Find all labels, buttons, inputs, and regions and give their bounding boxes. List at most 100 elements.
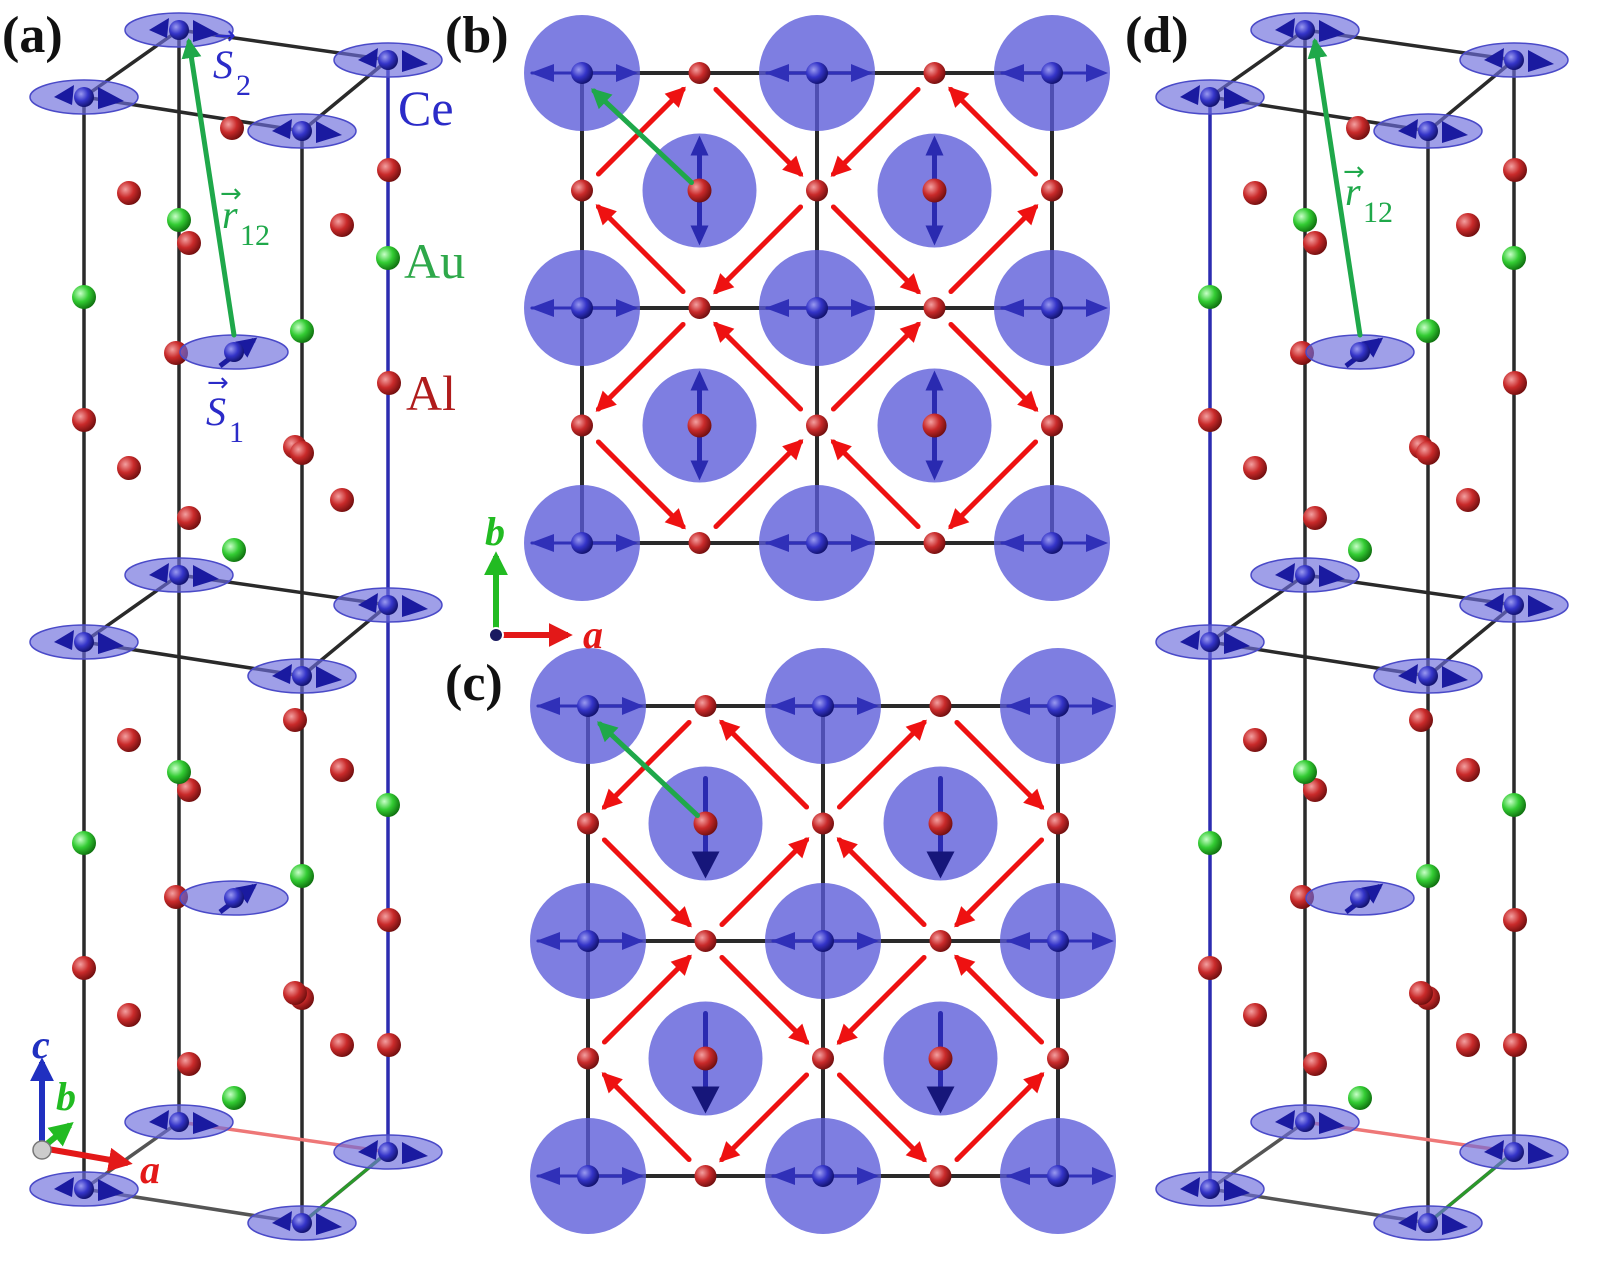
spin-arrow-icon [690, 370, 709, 391]
spin-arrow-icon [272, 1211, 292, 1231]
al-atom [1503, 371, 1527, 395]
al-atom [377, 908, 401, 932]
al-atom [1303, 506, 1327, 530]
al-atom [377, 371, 401, 395]
ce-atom [1047, 695, 1069, 717]
al-atom [1503, 908, 1527, 932]
al-atom [1456, 1033, 1480, 1057]
au-atom [72, 285, 96, 309]
ce-atom [1047, 930, 1069, 952]
spin-arrow-icon [149, 1110, 169, 1130]
al-atom [1503, 1033, 1527, 1057]
panel-label-b: (b) [445, 7, 509, 64]
spin-arrow-icon [1180, 85, 1200, 105]
ce-atom [1041, 532, 1063, 554]
al-atom [922, 178, 947, 203]
r12-vector-arrow [1307, 38, 1363, 338]
al-atom [1416, 441, 1440, 465]
al-atom [117, 1003, 141, 1027]
panel-c-top-view [530, 648, 1116, 1234]
vector-label-r12-d: r 12 → [1343, 157, 1393, 229]
ce-atom [1200, 87, 1220, 107]
au-atom [1502, 793, 1526, 817]
al-atom [1346, 116, 1370, 140]
ce-atom [292, 121, 312, 141]
spin-arrow-icon [402, 50, 428, 72]
au-atom [1293, 208, 1317, 232]
spin-arrow-icon [926, 1086, 955, 1114]
red-moment-arrow [595, 204, 686, 295]
red-moment-arrow [830, 204, 921, 295]
vector-label-s1: S 1 → [206, 368, 244, 449]
ce-atom [224, 342, 244, 362]
spin-arrow-icon [98, 1179, 124, 1201]
red-moment-arrow [954, 719, 1045, 810]
spin-arrow-icon [690, 135, 709, 156]
al-atom [177, 1052, 201, 1076]
au-atom [1348, 1086, 1372, 1110]
red-moment-arrow [948, 321, 1039, 412]
spin-arrow-icon [1484, 1140, 1504, 1160]
ce-atom [571, 297, 593, 319]
ce-atom [571, 532, 593, 554]
spin-arrow-icon [690, 460, 709, 481]
spin-arrow-icon [1275, 18, 1295, 38]
al-atom [571, 179, 593, 202]
spin-arrow-icon [98, 632, 124, 654]
ce-atom [577, 930, 599, 952]
ce-atom [1200, 1179, 1220, 1199]
axis-triad-a: c b a [30, 1022, 160, 1192]
spin-arrow-icon [1319, 565, 1345, 587]
spin-arrow-icon [1398, 119, 1418, 139]
ce-atom [1295, 565, 1315, 585]
al-atom [571, 414, 593, 437]
al-atom [1456, 758, 1480, 782]
red-moment-arrow [830, 439, 921, 530]
r12-vector-arrow [591, 88, 694, 185]
al-atom [377, 1033, 401, 1057]
ce-atom [1047, 1165, 1069, 1187]
red-moment-arrow [713, 439, 804, 530]
red-moment-arrow [836, 719, 927, 810]
al-atom [577, 1047, 599, 1070]
ce-atom [571, 62, 593, 84]
spin-arrow-icon [691, 1086, 720, 1114]
au-atom [376, 793, 400, 817]
red-moment-arrow [948, 204, 1039, 295]
element-label-ce: Ce [398, 80, 454, 136]
al-atom [1503, 158, 1527, 182]
spin-arrow-icon [54, 85, 74, 105]
red-moment-arrow [836, 1072, 927, 1163]
red-moment-arrow [954, 837, 1045, 928]
ce-atom [1200, 632, 1220, 652]
al-atom [694, 695, 717, 717]
al-atom [1456, 213, 1480, 237]
spin-arrow-icon [1484, 593, 1504, 613]
al-atom [928, 1046, 953, 1071]
panel-label-a: (a) [2, 7, 63, 64]
au-atom [290, 319, 314, 343]
spin-arrow-icon [54, 1177, 74, 1197]
al-atom [1198, 956, 1222, 980]
al-atom [377, 158, 401, 182]
vector-label-s2: S 2 → [213, 21, 251, 102]
red-moment-arrow [601, 837, 692, 928]
spin-arrow-icon [149, 563, 169, 583]
ce-atom [806, 297, 828, 319]
al-atom [1041, 179, 1063, 202]
au-atom [1198, 831, 1222, 855]
vector-label-r12-a: r 12 → [220, 179, 270, 252]
al-atom [693, 1046, 718, 1071]
al-atom [929, 930, 952, 952]
al-atom [177, 506, 201, 530]
ce-atom [812, 695, 834, 717]
ce-atom [1418, 1213, 1438, 1233]
au-atom [222, 538, 246, 562]
spin-arrow-icon [402, 1142, 428, 1164]
spin-arrow-icon [1528, 595, 1554, 617]
al-atom [687, 178, 712, 203]
al-atom [330, 488, 354, 512]
svg-text:r: r [1345, 169, 1361, 214]
ce-atom [812, 1165, 834, 1187]
spin-arrow-icon [1528, 1142, 1554, 1164]
